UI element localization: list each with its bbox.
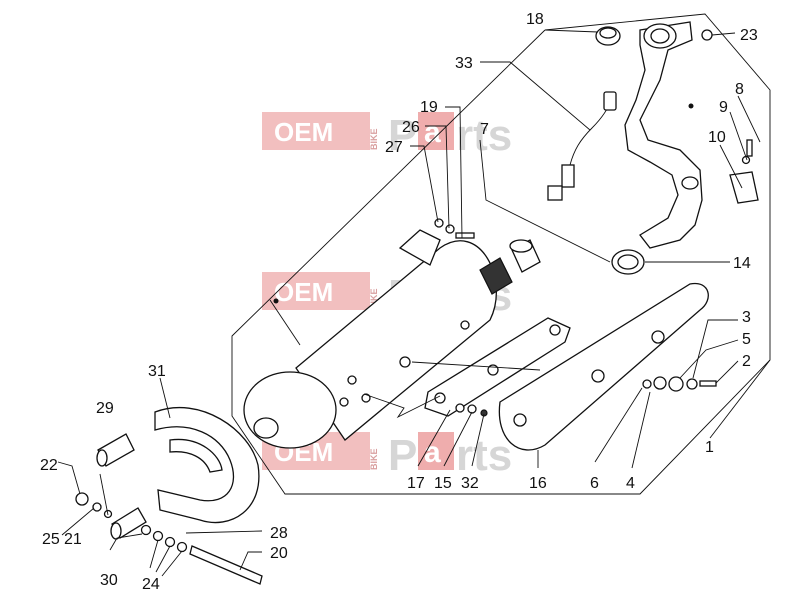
callout-15: 15 — [434, 475, 452, 492]
manifold-dot — [688, 103, 694, 109]
nut-23 — [701, 29, 713, 41]
callout-20: 20 — [270, 545, 288, 562]
bushing-4 — [653, 376, 667, 390]
rubber-mount — [399, 356, 411, 368]
callout-30: 30 — [100, 572, 118, 589]
callout-33: 33 — [455, 55, 473, 72]
washer-5 — [668, 376, 684, 392]
washer-6 — [642, 379, 652, 389]
watermark-parts-p: P — [388, 111, 417, 160]
leader-lines — [57, 29, 771, 577]
watermark-bottom: OEM BIKE P a rts — [262, 431, 512, 480]
callout-28: 28 — [270, 525, 288, 542]
watermark-top: OEM BIKE P a rts — [262, 111, 512, 160]
washer-set-24 — [140, 524, 188, 553]
clamp-14 — [611, 249, 645, 275]
callout-10: 10 — [708, 129, 726, 146]
screw-19 — [455, 232, 475, 239]
lambda-sensor — [547, 91, 617, 201]
rubber-mount — [460, 320, 470, 330]
watermark-parts-a: a — [424, 436, 441, 469]
spacer-30 — [110, 507, 147, 540]
heat-shield — [498, 282, 709, 451]
callout-9: 9 — [719, 99, 728, 116]
watermark-parts-rest: rts — [456, 431, 512, 480]
callout-21: 21 — [64, 531, 82, 548]
callout-25: 25 — [42, 531, 60, 548]
washer-15 — [467, 404, 477, 414]
bolt-8 — [746, 139, 753, 157]
washer-27 — [434, 218, 444, 228]
watermark-bike-text: BIKE — [369, 448, 379, 470]
callout-18: 18 — [526, 11, 544, 28]
callout-29: 29 — [96, 400, 114, 417]
bolt-20 — [189, 545, 263, 585]
rubber-mount — [339, 397, 349, 407]
callout-19: 19 — [420, 99, 438, 116]
assembly-outline — [231, 13, 771, 495]
watermark-parts-rest: rts — [456, 111, 512, 160]
callout-6: 6 — [590, 475, 599, 492]
callout-3: 3 — [742, 309, 751, 326]
callout-23: 23 — [740, 27, 758, 44]
manifold-pipe — [624, 21, 703, 249]
rubber-mount — [347, 375, 357, 385]
callout-14: 14 — [733, 255, 751, 272]
callout-24: 24 — [142, 576, 160, 593]
callout-27: 27 — [385, 139, 403, 156]
callout-1: 1 — [705, 439, 714, 456]
rubber-mount — [361, 393, 371, 403]
callout-5: 5 — [742, 331, 751, 348]
bracket-10 — [729, 171, 759, 204]
washer-26 — [445, 224, 455, 234]
callout-2: 2 — [742, 353, 751, 370]
callout-8: 8 — [735, 81, 744, 98]
watermark-oem-text: OEM — [274, 117, 333, 147]
callout-numbers: 18 23 33 8 9 10 19 26 27 7 14 3 5 2 1 4 … — [40, 11, 758, 593]
callout-16: 16 — [529, 475, 547, 492]
washer-25 — [92, 502, 102, 512]
gasket-ring — [595, 26, 621, 46]
callout-32: 32 — [461, 475, 479, 492]
muffler-body — [243, 229, 513, 449]
watermark-bike-text: BIKE — [369, 288, 379, 310]
callout-26: 26 — [402, 119, 420, 136]
callout-31: 31 — [148, 363, 166, 380]
bushing-3 — [686, 378, 698, 390]
nut-22 — [75, 492, 89, 506]
watermark-bike-text: BIKE — [369, 128, 379, 150]
callout-4: 4 — [626, 475, 635, 492]
watermark-oem-text: OEM — [274, 277, 333, 307]
callout-22: 22 — [40, 457, 58, 474]
callout-7: 7 — [480, 121, 489, 138]
sleeve-7 — [509, 239, 541, 273]
callout-17: 17 — [407, 475, 425, 492]
screw-2 — [699, 380, 717, 387]
assembly-dot — [273, 298, 279, 304]
swingarm-bracket — [154, 407, 260, 524]
spacer-29 — [96, 433, 135, 467]
watermark-parts-p: P — [388, 431, 417, 480]
watermark-parts-a: a — [424, 116, 441, 149]
